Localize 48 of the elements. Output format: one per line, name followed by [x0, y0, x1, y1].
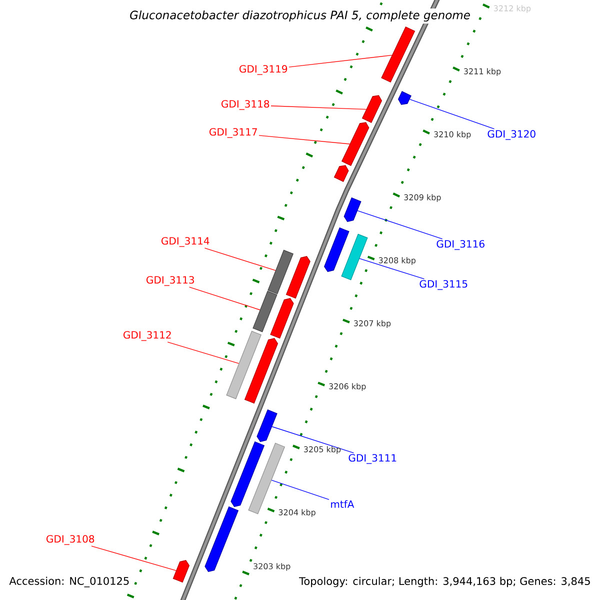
scale-label: 3203 kbp: [254, 563, 290, 571]
scale-label: 3204 kbp: [278, 509, 316, 517]
gene-label: GDI_3116: [436, 240, 484, 250]
leader-line: [288, 54, 392, 68]
gene-block: [334, 165, 349, 182]
gene-label: GDI_3111: [348, 454, 396, 464]
gene-label: GDI_3113: [146, 276, 194, 286]
title: Gluconacetobacter diazotrophicus PAI 5, complete genome: [128, 8, 472, 24]
leader-line: [91, 546, 176, 571]
gene-block: [226, 330, 262, 400]
gene-label: GDI_3115: [420, 280, 468, 290]
leader-line: [271, 480, 330, 500]
gene-block: [268, 250, 294, 294]
footer-text: Topology: circular; Length: 3,944,163 bp; Genes: 3,845: [298, 576, 592, 588]
leader-line: [167, 342, 240, 364]
scale-label: 3209 kbp: [404, 194, 441, 202]
gene-block: [256, 409, 278, 442]
leader-line: [272, 426, 354, 454]
gene-label: GDI_3119: [240, 65, 288, 75]
gene-block: [172, 560, 190, 583]
gene-label: GDI_3108: [46, 535, 94, 545]
gene-label: GDI_3120: [488, 130, 536, 140]
gene-label: mtfA: [331, 500, 354, 508]
leader-line: [409, 98, 495, 130]
gene-block: [252, 290, 278, 332]
gene-block: [341, 234, 368, 280]
gene-label: GDI_3112: [124, 331, 171, 341]
leader-line: [258, 135, 350, 144]
leader-line: [188, 286, 260, 310]
gene-block: [398, 91, 412, 105]
scale-label: 3208 kbp: [378, 257, 416, 265]
gene-block: [270, 298, 294, 339]
scale-label: 3207 kbp: [354, 320, 391, 328]
gene-label: GDI_3114: [162, 237, 210, 247]
gene-label: GDI_3118: [222, 100, 270, 110]
leader-line: [357, 210, 443, 240]
leader-line: [204, 248, 276, 271]
gene-block: [324, 227, 350, 272]
gene-label: GDI_3117: [210, 128, 257, 138]
gene-block: [344, 197, 362, 222]
scale-label: 3205 kbp: [304, 446, 341, 454]
leader-line: [359, 258, 425, 280]
scale-label: 3210 kbp: [434, 131, 471, 139]
scale-label: 3212 kbp: [494, 5, 531, 13]
leader-line: [270, 106, 367, 110]
scale-label: 3211 kbp: [464, 68, 501, 76]
footer-text: Accession: NC_010125: [8, 576, 131, 588]
scale-label: 3206 kbp: [329, 383, 366, 391]
